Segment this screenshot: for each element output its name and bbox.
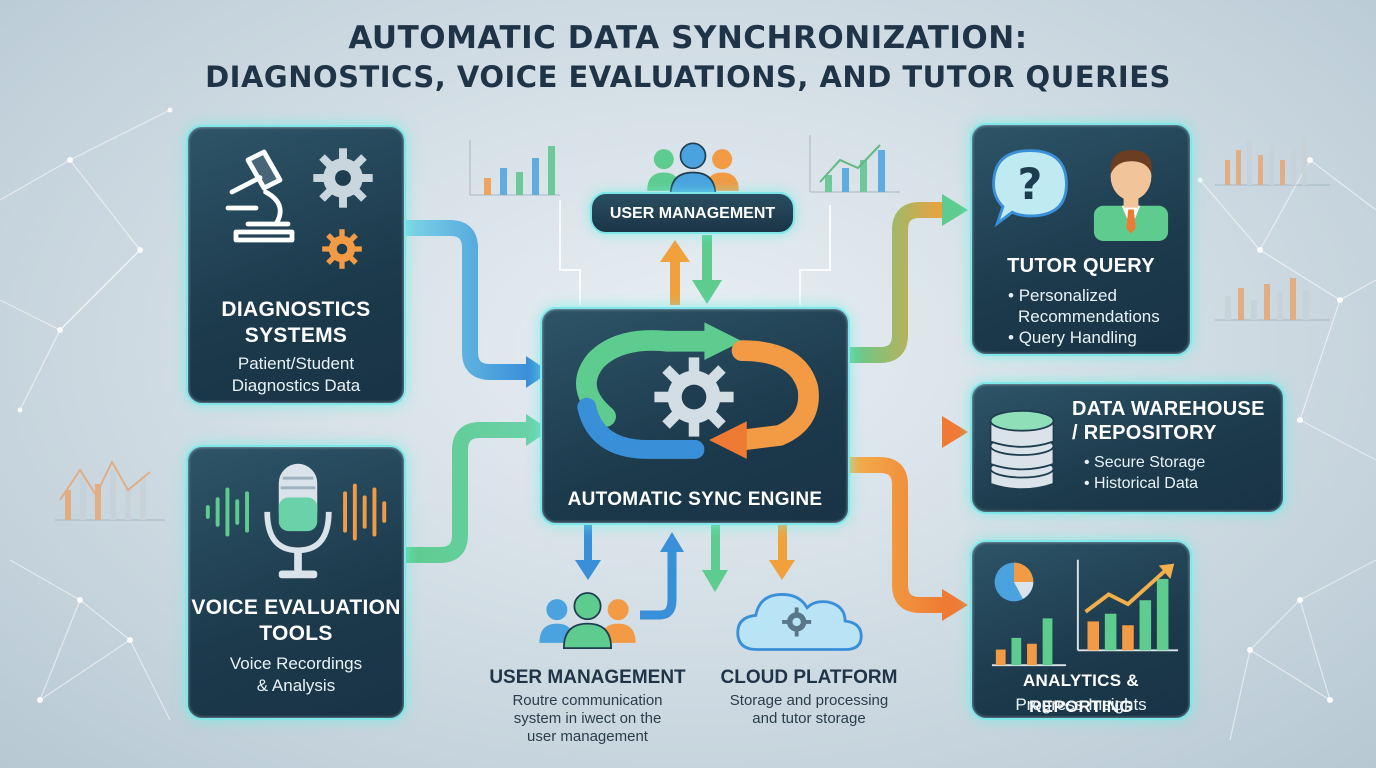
user-management-bottom-desc-line1: Routre communication xyxy=(512,692,663,709)
arrow-engine-to-user-management-bottom xyxy=(575,525,601,580)
arrowhead-diagnostics xyxy=(526,356,550,388)
diagnostics-desc-line2: Diagnostics Data xyxy=(231,376,361,395)
tutor-query-title: TUTOR QUERY xyxy=(1007,255,1155,277)
warehouse-bullet-1: Secure Storage xyxy=(1084,452,1205,473)
gear-icon xyxy=(654,357,734,437)
arrowhead-voice xyxy=(526,414,550,446)
diagnostics-desc-line1: Patient/Student xyxy=(237,354,355,373)
user-management-bottom-desc-line2: system in iwect on the xyxy=(513,710,662,727)
cloud-gear-icon xyxy=(736,592,863,651)
cloud-platform-label: CLOUD PLATFORM xyxy=(720,667,898,688)
gear-icon xyxy=(313,148,373,208)
analytics-desc: Progress Insights xyxy=(1015,695,1147,714)
user-management-top-pill: USER MANAGEMENT xyxy=(590,192,795,234)
microscope-icon xyxy=(225,149,295,243)
database-icon xyxy=(989,410,1055,491)
arrow-engine-to-tutor xyxy=(850,202,945,363)
cloud-platform-desc-line2: and tutor storage xyxy=(752,710,866,727)
arrow-engine-to-analytics xyxy=(850,457,945,613)
users-icon-top xyxy=(647,142,739,197)
bar-chart-icon xyxy=(991,618,1067,667)
warehouse-bullets: Secure Storage Historical Data xyxy=(1084,452,1205,494)
user-management-bottom-desc-line3: user management xyxy=(527,728,648,745)
tutor-query-card: ? TUTOR QUERY Personalized Recommendatio… xyxy=(970,123,1192,356)
page-subtitle: DIAGNOSTICS, VOICE EVALUATIONS, AND TUTO… xyxy=(205,60,1171,94)
arrow-voice-to-engine xyxy=(405,422,528,563)
microphone-icon xyxy=(264,463,332,579)
question-bubble-icon: ? xyxy=(992,149,1068,228)
warehouse-title-line2: / REPOSITORY xyxy=(1072,422,1217,444)
voice-evaluation-card: VOICE EVALUATION TOOLS Voice Recordings … xyxy=(186,445,406,720)
arrow-diagnostics-to-engine xyxy=(405,220,528,380)
tutor-query-bullets: Personalized Recommendations Query Handl… xyxy=(1008,285,1160,348)
tutor-query-bullet-2: Recommendations xyxy=(1018,307,1160,326)
analytics-title: ANALYTICS & REPORTING xyxy=(1022,671,1140,716)
users-icon-bottom xyxy=(539,592,636,649)
page-title: AUTOMATIC DATA SYNCHRONIZATION: xyxy=(348,20,1028,56)
voice-desc-line1: Voice Recordings xyxy=(229,654,363,673)
sound-wave-icon xyxy=(205,483,387,541)
arrowhead-analytics xyxy=(942,589,968,621)
svg-text:?: ? xyxy=(1018,160,1043,210)
user-management-bottom-label: USER MANAGEMENT xyxy=(489,667,686,688)
voice-title-line2: TOOLS xyxy=(259,622,333,645)
pie-chart-icon xyxy=(994,562,1034,602)
small-gear-icon xyxy=(322,229,362,269)
voice-desc-line2: & Analysis xyxy=(256,676,336,695)
sync-cycle-icon xyxy=(576,322,819,459)
diagnostics-title-line1: DIAGNOSTICS xyxy=(221,298,371,321)
tutor-query-bullet-3: Query Handling xyxy=(1008,327,1160,348)
sync-engine-card: AUTOMATIC SYNC ENGINE xyxy=(540,307,850,525)
arrowhead-warehouse xyxy=(942,416,968,448)
diagnostics-title-line2: SYSTEMS xyxy=(244,324,348,347)
data-warehouse-card: DATA WAREHOUSE / REPOSITORY Secure Stora… xyxy=(970,382,1285,514)
arrow-engine-to-cloud-orange xyxy=(769,525,795,580)
arrow-user-management-top-to-engine xyxy=(692,235,722,304)
cloud-platform-desc-line1: Storage and processing xyxy=(729,692,889,709)
analytics-reporting-card: ANALYTICS & REPORTING Progress Insights xyxy=(970,540,1192,720)
trend-line-icon xyxy=(1076,559,1179,652)
arrow-engine-to-user-management-top xyxy=(660,240,690,305)
warehouse-title-line1: DATA WAREHOUSE xyxy=(1072,398,1265,420)
tutor-query-bullet-1: Personalized xyxy=(1008,285,1160,306)
arrowhead-tutor xyxy=(942,194,968,226)
arrow-user-management-bottom-to-engine xyxy=(640,532,684,620)
arrow-engine-to-cloud-green xyxy=(702,525,728,592)
sync-engine-label: AUTOMATIC SYNC ENGINE xyxy=(567,489,823,510)
voice-title-line1: VOICE EVALUATION xyxy=(191,596,401,619)
tutor-avatar-icon xyxy=(1093,150,1169,241)
warehouse-bullet-2: Historical Data xyxy=(1084,473,1205,494)
diagnostics-systems-card: DIAGNOSTICS SYSTEMS Patient/Student Diag… xyxy=(186,125,406,405)
